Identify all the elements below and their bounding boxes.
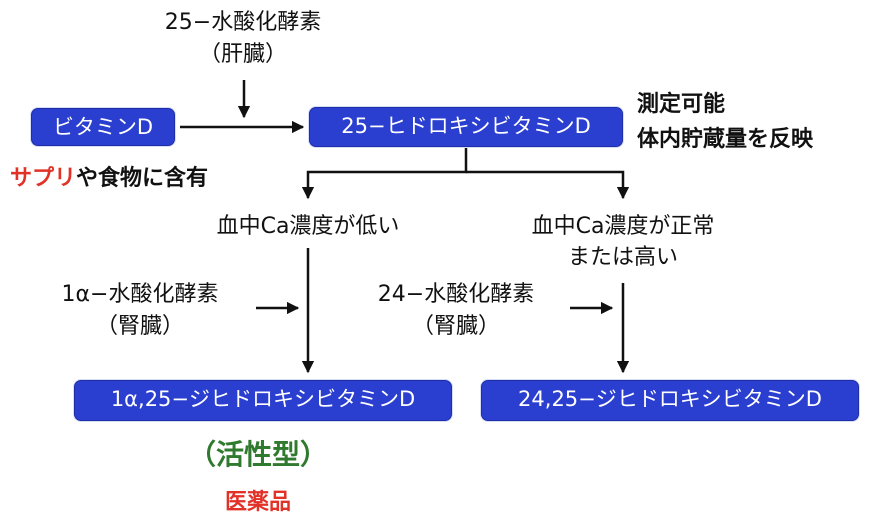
branch-connector-right (466, 170, 630, 200)
condition-low-ca: 血中Ca濃度が低い (216, 214, 400, 239)
note-storage: 体内貯蔵量を反映 (637, 127, 814, 152)
source-food: や食物に含有 (76, 166, 209, 191)
source-label: サプリや食物に含有 (10, 166, 208, 192)
dihydroxy-2425-box: 24,25−ジヒドロキシビタミンD (482, 381, 858, 420)
dihydroxy-1a25-box: 1α,25−ジヒドロキシビタミンD (75, 381, 451, 420)
branch-connector (301, 148, 468, 200)
enzyme-liver-name: 25−水酸化酵素 (164, 10, 322, 35)
enzyme-24-name: 24−水酸化酵素 (377, 282, 535, 307)
enzyme-1a-name: 1α−水酸化酵素 (61, 282, 219, 307)
enzyme-liver-organ: （肝臓） (198, 42, 288, 67)
hydroxy-25-box: 25−ヒドロキシビタミンD (310, 108, 622, 146)
condition-high-ca-line1: 血中Ca濃度が正常 (531, 214, 715, 239)
enzyme-1a-organ: （腎臓） (95, 314, 185, 339)
vitamin-d-box: ビタミンD (32, 109, 174, 145)
note-measurable: 測定可能 (637, 92, 726, 117)
source-supplement: サプリ (10, 166, 77, 191)
active-form-label: （活性型） (187, 438, 329, 471)
condition-high-ca-line2: または高い (567, 245, 679, 270)
enzyme-24-organ: （腎臓） (411, 314, 501, 339)
drug-label: 医薬品 (224, 490, 292, 515)
